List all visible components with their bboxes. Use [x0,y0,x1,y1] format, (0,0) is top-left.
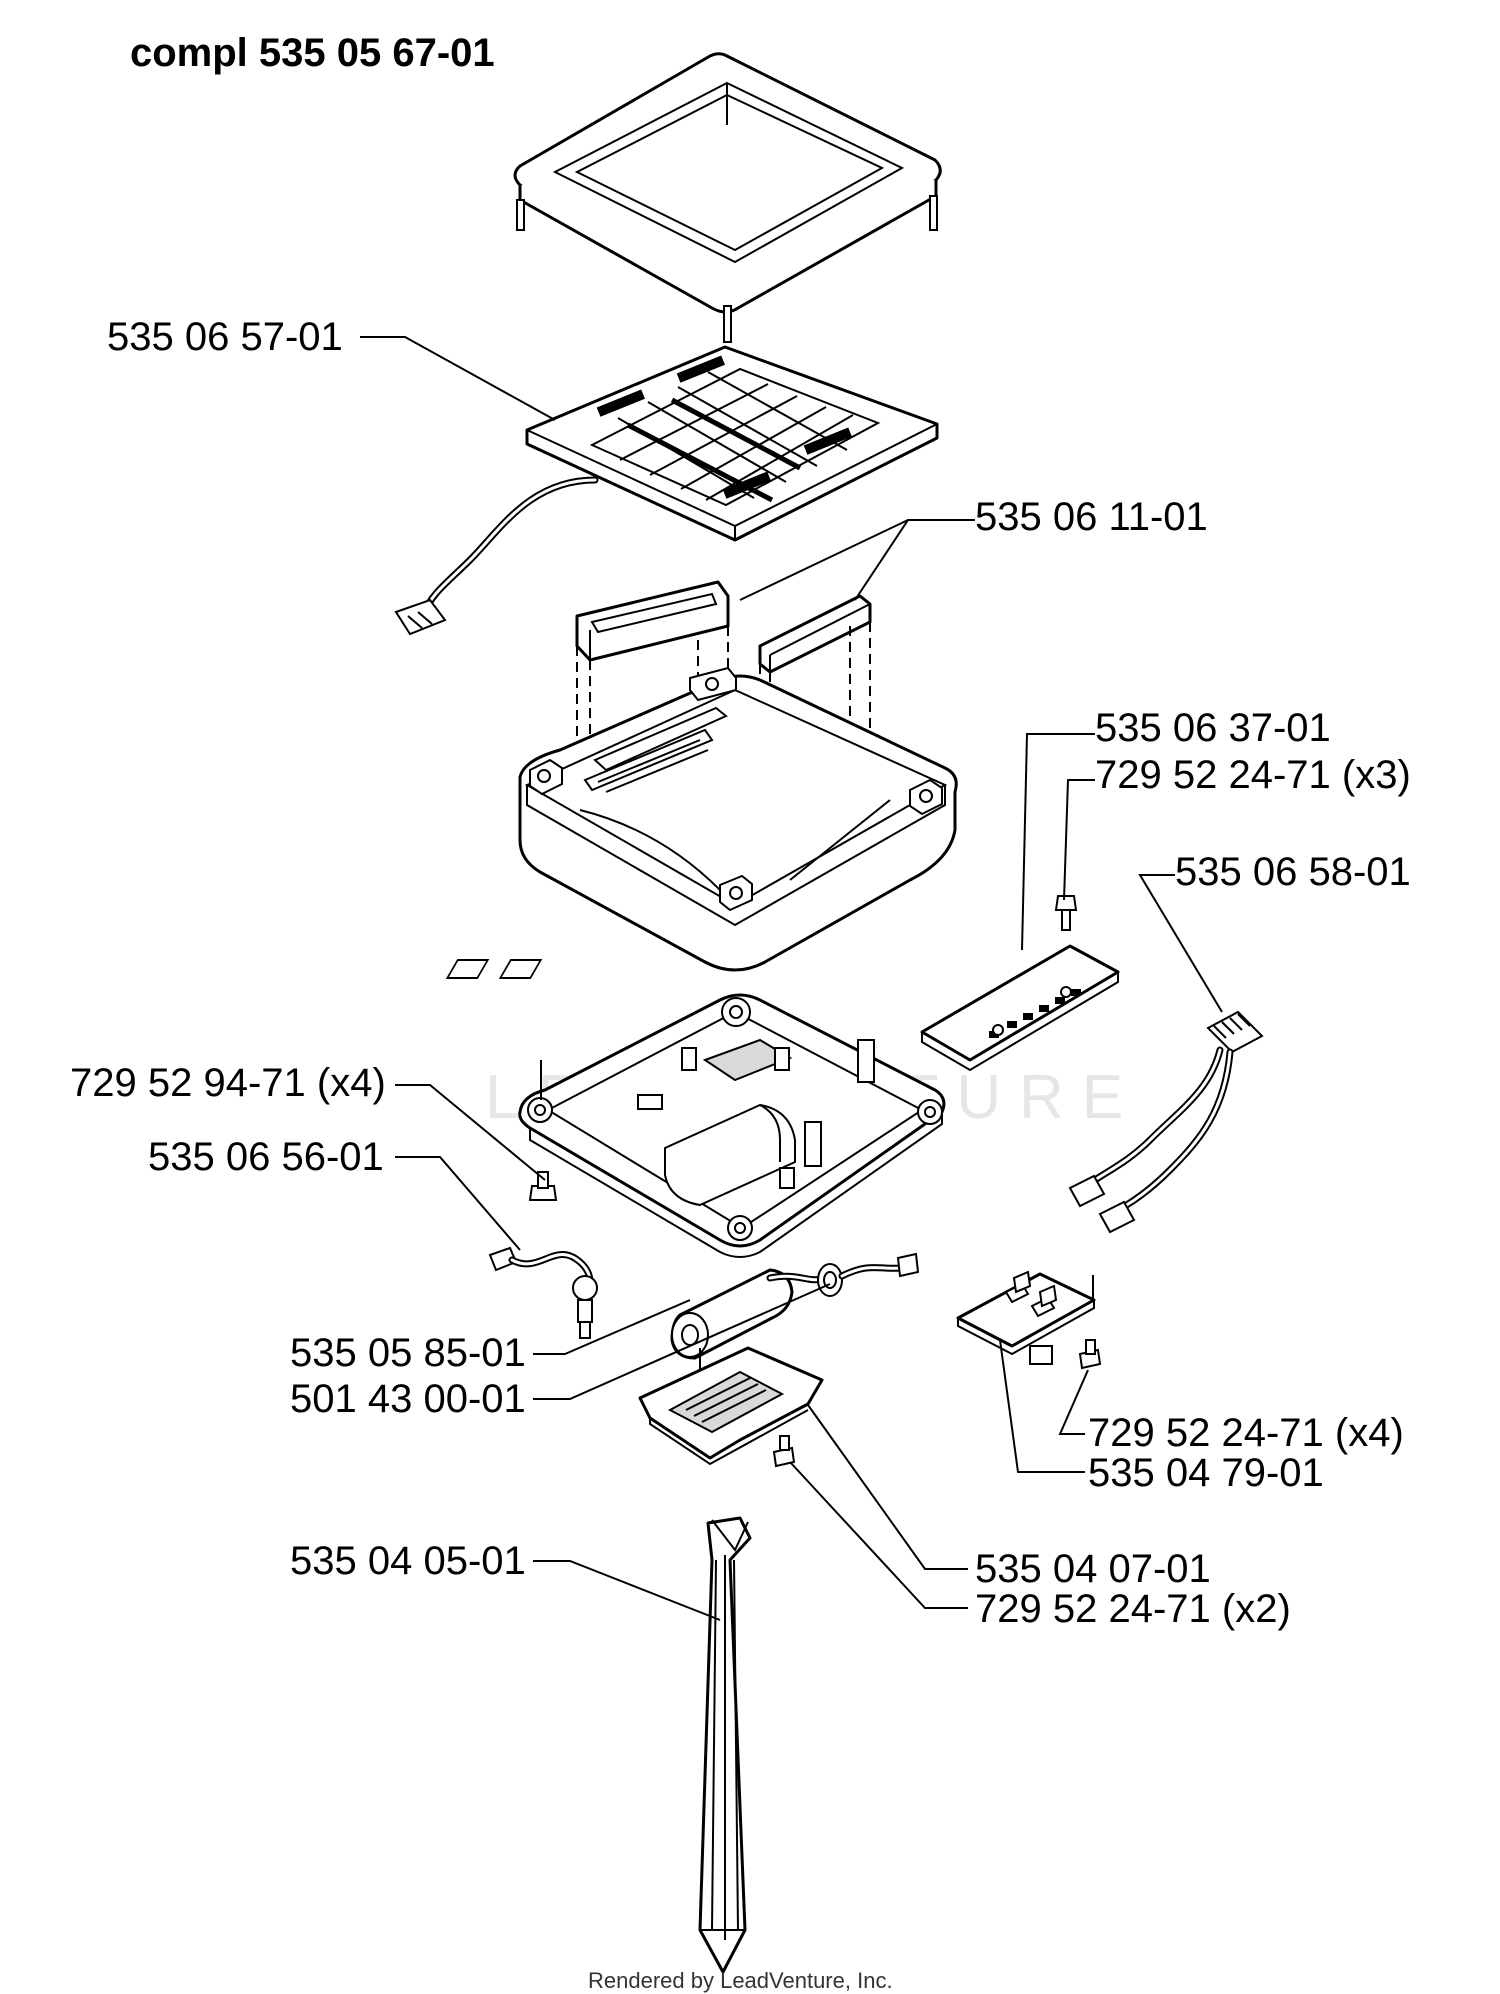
label-lamp-cable: 535 06 56-01 [148,1135,384,1179]
leader-lines [360,336,1223,1621]
lid-frame [513,52,942,343]
label-grommet: 501 43 00-01 [290,1377,526,1421]
label-board-screw: 729 52 24-71 (x3) [1095,753,1411,797]
label-base-screw: 729 52 94-71 (x4) [70,1061,386,1105]
label-cover-plate: 535 04 07-01 [975,1547,1211,1591]
base-screw [528,1171,558,1201]
part-labels: 535 06 57-01 535 06 11-01 535 06 37-01 7… [70,315,1411,1631]
housing [518,666,958,972]
assembly-title: compl 535 05 67-01 [130,31,495,75]
label-solar-panel: 535 06 57-01 [107,315,343,359]
solar-panel [394,345,939,636]
label-stake: 535 04 05-01 [290,1539,526,1583]
lamp-cable [488,1246,598,1339]
label-battery-pack: 535 06 11-01 [975,495,1208,539]
cable-harness [1068,1010,1264,1234]
grommet [817,1252,920,1297]
label-switch-screw: 729 52 24-71 (x4) [1088,1411,1404,1455]
switch-board [956,1270,1102,1370]
circuit-board [445,895,1120,1072]
label-cable-harness: 535 06 58-01 [1175,850,1411,894]
label-battery: 535 05 85-01 [290,1331,526,1375]
cover-plate [638,1346,824,1468]
stake [698,1516,752,1974]
base-plate [518,993,946,1258]
footer-credit: Rendered by LeadVenture, Inc. [588,1968,893,1993]
label-cover-screw: 729 52 24-71 (x2) [975,1587,1291,1631]
label-circuit-board: 535 06 37-01 [1095,706,1331,750]
label-switch-board: 535 04 79-01 [1088,1451,1324,1495]
